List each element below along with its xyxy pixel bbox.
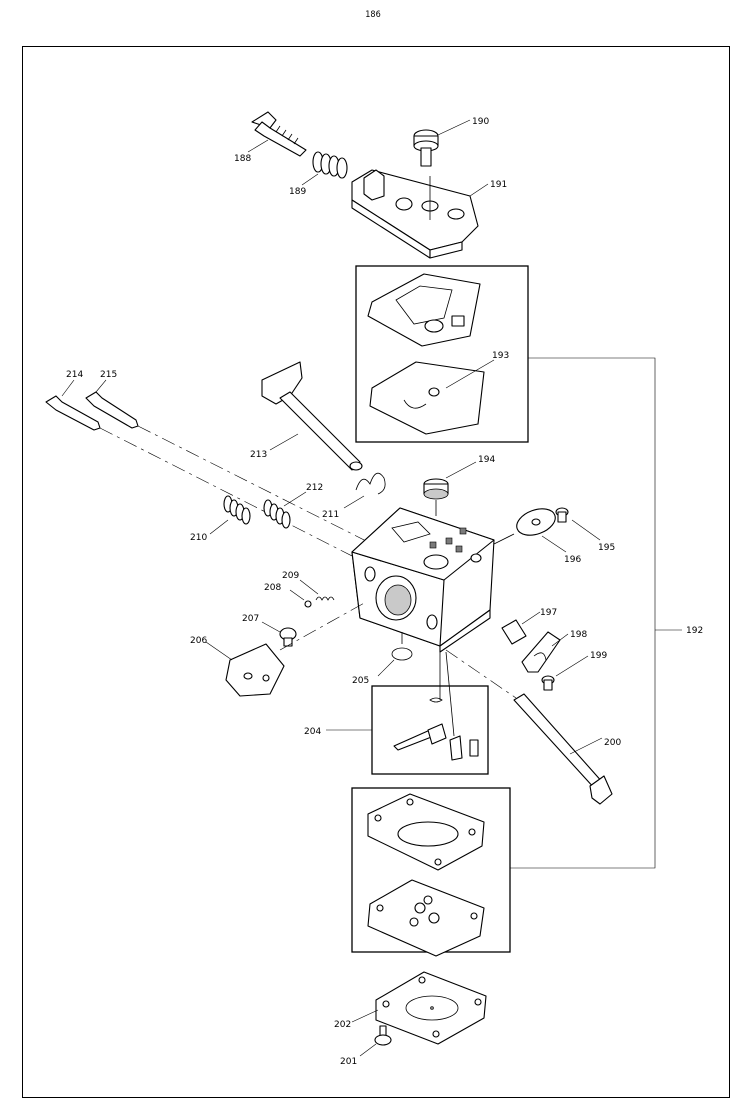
part-202-cover [351, 971, 487, 1045]
callout-198: 198 [570, 630, 587, 640]
page-number: 186 [365, 10, 381, 20]
callout-207: 207 [242, 614, 259, 624]
part-196-plate [493, 508, 567, 553]
callout-192: 192 [686, 626, 703, 636]
part-191-bracket [351, 169, 489, 259]
callout-196: 196 [564, 555, 581, 565]
callout-labels: 188 189 190 191 192 193 194 195 196 197 … [66, 117, 703, 1067]
part-210-spring [209, 495, 251, 535]
callout-195: 195 [598, 543, 615, 553]
part-197-sleeve [501, 611, 541, 645]
part-199-screw [541, 655, 589, 691]
part-213-shaft [261, 361, 363, 471]
callout-212: 212 [306, 483, 323, 493]
kit-192-bracket [510, 357, 682, 869]
callout-204: 204 [304, 727, 321, 737]
callout-199: 199 [590, 651, 607, 661]
part-208-ball [289, 589, 312, 608]
callout-191: 191 [490, 180, 507, 190]
kit-204-box [326, 650, 489, 775]
callout-193: 193 [492, 351, 509, 361]
part-209-spring [299, 579, 335, 601]
part-207-screw [261, 621, 297, 647]
part-214-needle [45, 379, 361, 561]
callout-208: 208 [264, 583, 281, 593]
part-200-shaft [445, 649, 613, 805]
part-198-lever [521, 631, 569, 673]
part-195-screw [555, 507, 601, 541]
callout-197: 197 [540, 608, 557, 618]
callout-209: 209 [282, 571, 299, 581]
callout-202: 202 [334, 1020, 351, 1030]
part-212-spring [263, 491, 307, 529]
part-201-screw [359, 1025, 392, 1057]
part-190-screw [413, 119, 471, 167]
callout-210: 210 [190, 533, 207, 543]
callout-211: 211 [322, 510, 339, 520]
part-215-needle [85, 379, 381, 549]
part-194-filter [423, 461, 477, 516]
callout-194: 194 [478, 455, 495, 465]
callout-214: 214 [66, 370, 83, 380]
callout-190: 190 [472, 117, 489, 127]
callout-213: 213 [250, 450, 267, 460]
carburetor-body [351, 507, 495, 653]
kit-193-box [355, 265, 529, 443]
callout-188: 188 [234, 154, 251, 164]
callout-215: 215 [100, 370, 117, 380]
part-205-oring [377, 632, 413, 677]
part-188-screw [247, 111, 307, 157]
callout-200: 200 [604, 738, 621, 748]
part-206-cover [205, 601, 367, 697]
callout-189: 189 [289, 187, 306, 197]
kit-lower-gasket-box [351, 787, 511, 957]
diagram-frame [22, 46, 730, 1098]
callout-205: 205 [352, 676, 369, 686]
callout-206: 206 [190, 636, 207, 646]
part-189-spring [301, 151, 348, 186]
part-211-spring [343, 472, 386, 509]
callout-201: 201 [340, 1057, 357, 1067]
